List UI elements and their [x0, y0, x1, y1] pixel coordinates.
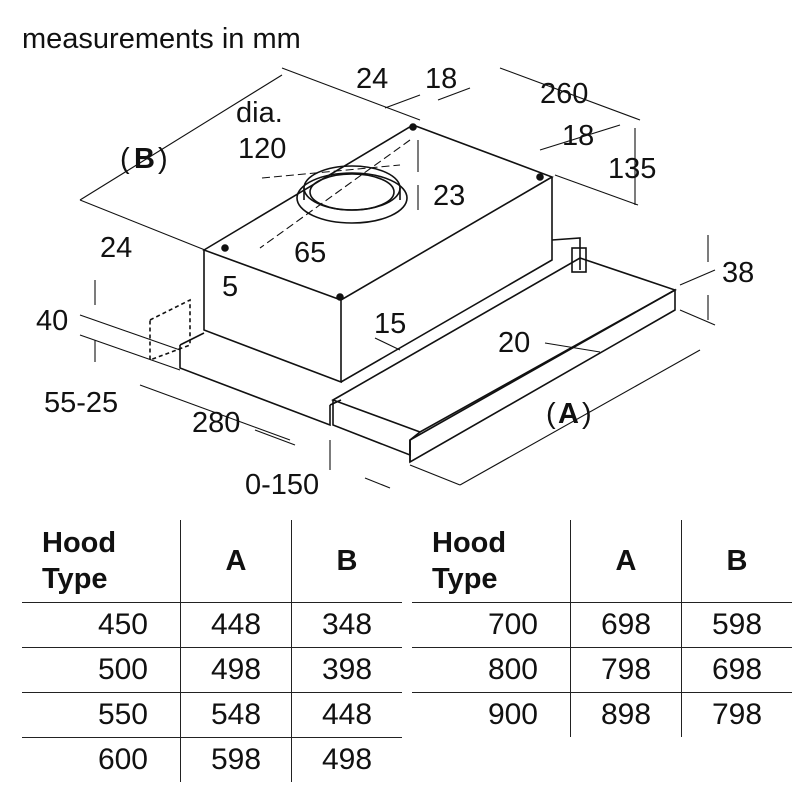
dim-24-top: 24: [356, 63, 388, 95]
exhaust-collar-base: [296, 172, 408, 224]
header-a: A: [180, 520, 292, 603]
dim-65: 65: [294, 237, 326, 269]
table-row: 900 898 798: [412, 692, 792, 737]
dim-38: 38: [722, 257, 754, 289]
hood-dimension-diagram: measurements in mm: [22, 23, 754, 500]
measurements-caption: measurements in mm: [22, 23, 301, 55]
table-row: 800 798 698: [412, 647, 792, 693]
dim-a-close: ): [582, 398, 592, 430]
dim-260: 260: [540, 78, 588, 110]
hood-box-front: [203, 250, 342, 384]
hood-body: [149, 123, 677, 464]
table-row: 450 448 348: [22, 602, 402, 648]
wall-bracket-dashed: [149, 298, 191, 362]
dim-b-letter: B: [134, 143, 155, 175]
dim-a-open: (: [546, 398, 556, 430]
dim-18-top: 18: [425, 63, 457, 95]
dim-5: 5: [222, 271, 238, 303]
table-row: 600 598 498: [22, 737, 402, 782]
dim-18-right: 18: [562, 120, 594, 152]
table-row: 700 698 598: [412, 602, 792, 648]
table-row: 550 548 448: [22, 692, 402, 738]
dim-40: 40: [36, 305, 68, 337]
dimension-lines: [79, 67, 716, 489]
dim-280: 280: [192, 407, 240, 439]
side-bracket: [571, 247, 587, 273]
dim-55-25: 55-25: [44, 387, 118, 419]
dim-0-150: 0-150: [245, 469, 319, 500]
dim-120: 120: [238, 133, 286, 165]
header-a: A: [570, 520, 682, 603]
dim-b-open: (: [120, 143, 130, 175]
dim-dia: dia.: [236, 97, 283, 129]
table-row: 500 498 398: [22, 647, 402, 693]
hood-base-plate: [179, 345, 331, 427]
dim-20: 20: [498, 327, 530, 359]
dim-24-left: 24: [100, 232, 132, 264]
header-b: B: [291, 520, 402, 603]
dim-15: 15: [374, 308, 406, 340]
hood-box-side: [340, 177, 553, 383]
slider-front-bar: [409, 288, 676, 464]
dim-a-letter: A: [558, 398, 579, 430]
dim-23: 23: [433, 180, 465, 212]
dim-b-close: ): [158, 143, 168, 175]
header-b: B: [681, 520, 792, 603]
dim-135: 135: [608, 153, 656, 185]
